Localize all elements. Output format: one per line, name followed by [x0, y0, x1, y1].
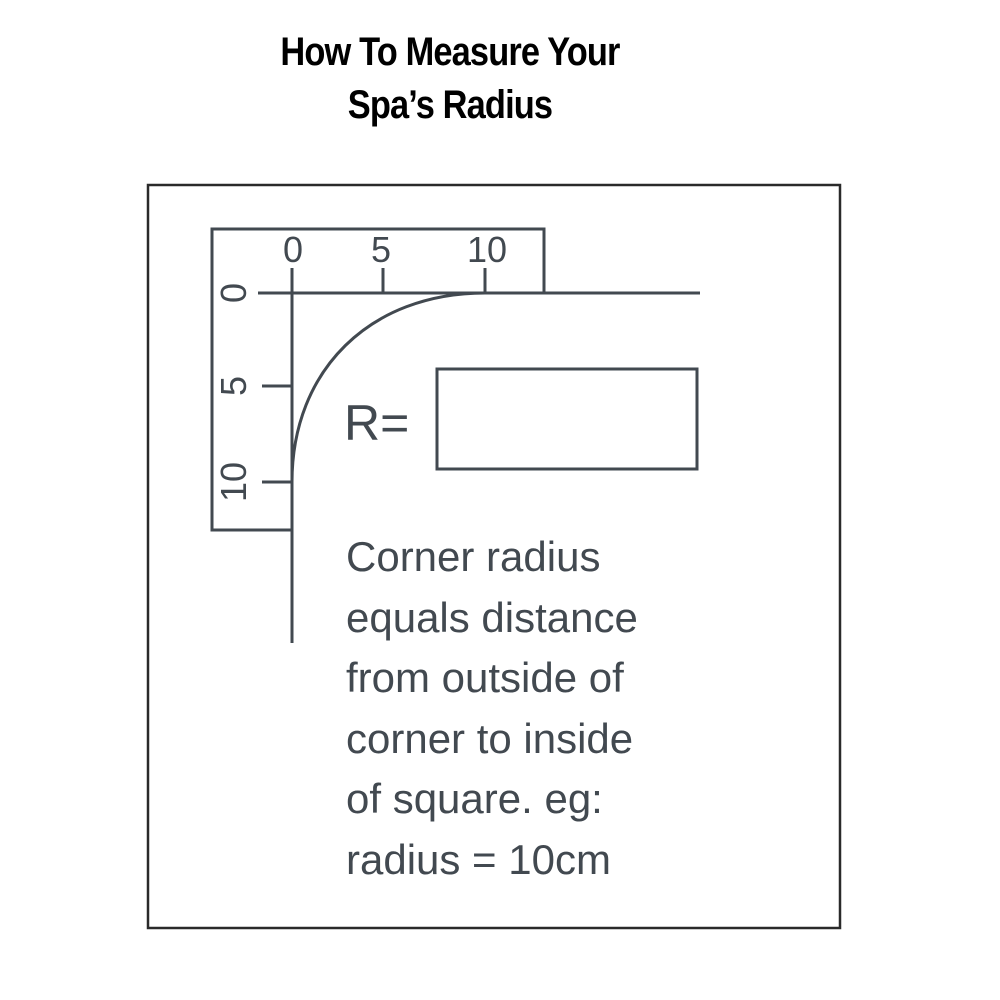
diagram-frame [146, 183, 842, 930]
top-scale-label-0: 0 [283, 229, 303, 270]
side-scale-label-0: 0 [213, 283, 254, 303]
instruction-caption: Corner radius equals distance from outsi… [346, 533, 638, 883]
gauge-outline [210, 227, 546, 532]
top-scale-label-10: 10 [467, 229, 507, 270]
radius-label: R= [344, 395, 409, 451]
side-scale-label-5: 5 [213, 376, 254, 396]
title-line-2: Spa’s Radius [347, 83, 553, 127]
side-scale-label-10: 10 [213, 462, 254, 502]
top-scale-label-5: 5 [371, 229, 391, 270]
page-title: How To Measure Your Spa’s Radius [63, 26, 837, 132]
radius-answer-box [435, 367, 699, 471]
corner-radius-curve [290, 291, 486, 483]
title-line-1: How To Measure Your [280, 30, 620, 74]
